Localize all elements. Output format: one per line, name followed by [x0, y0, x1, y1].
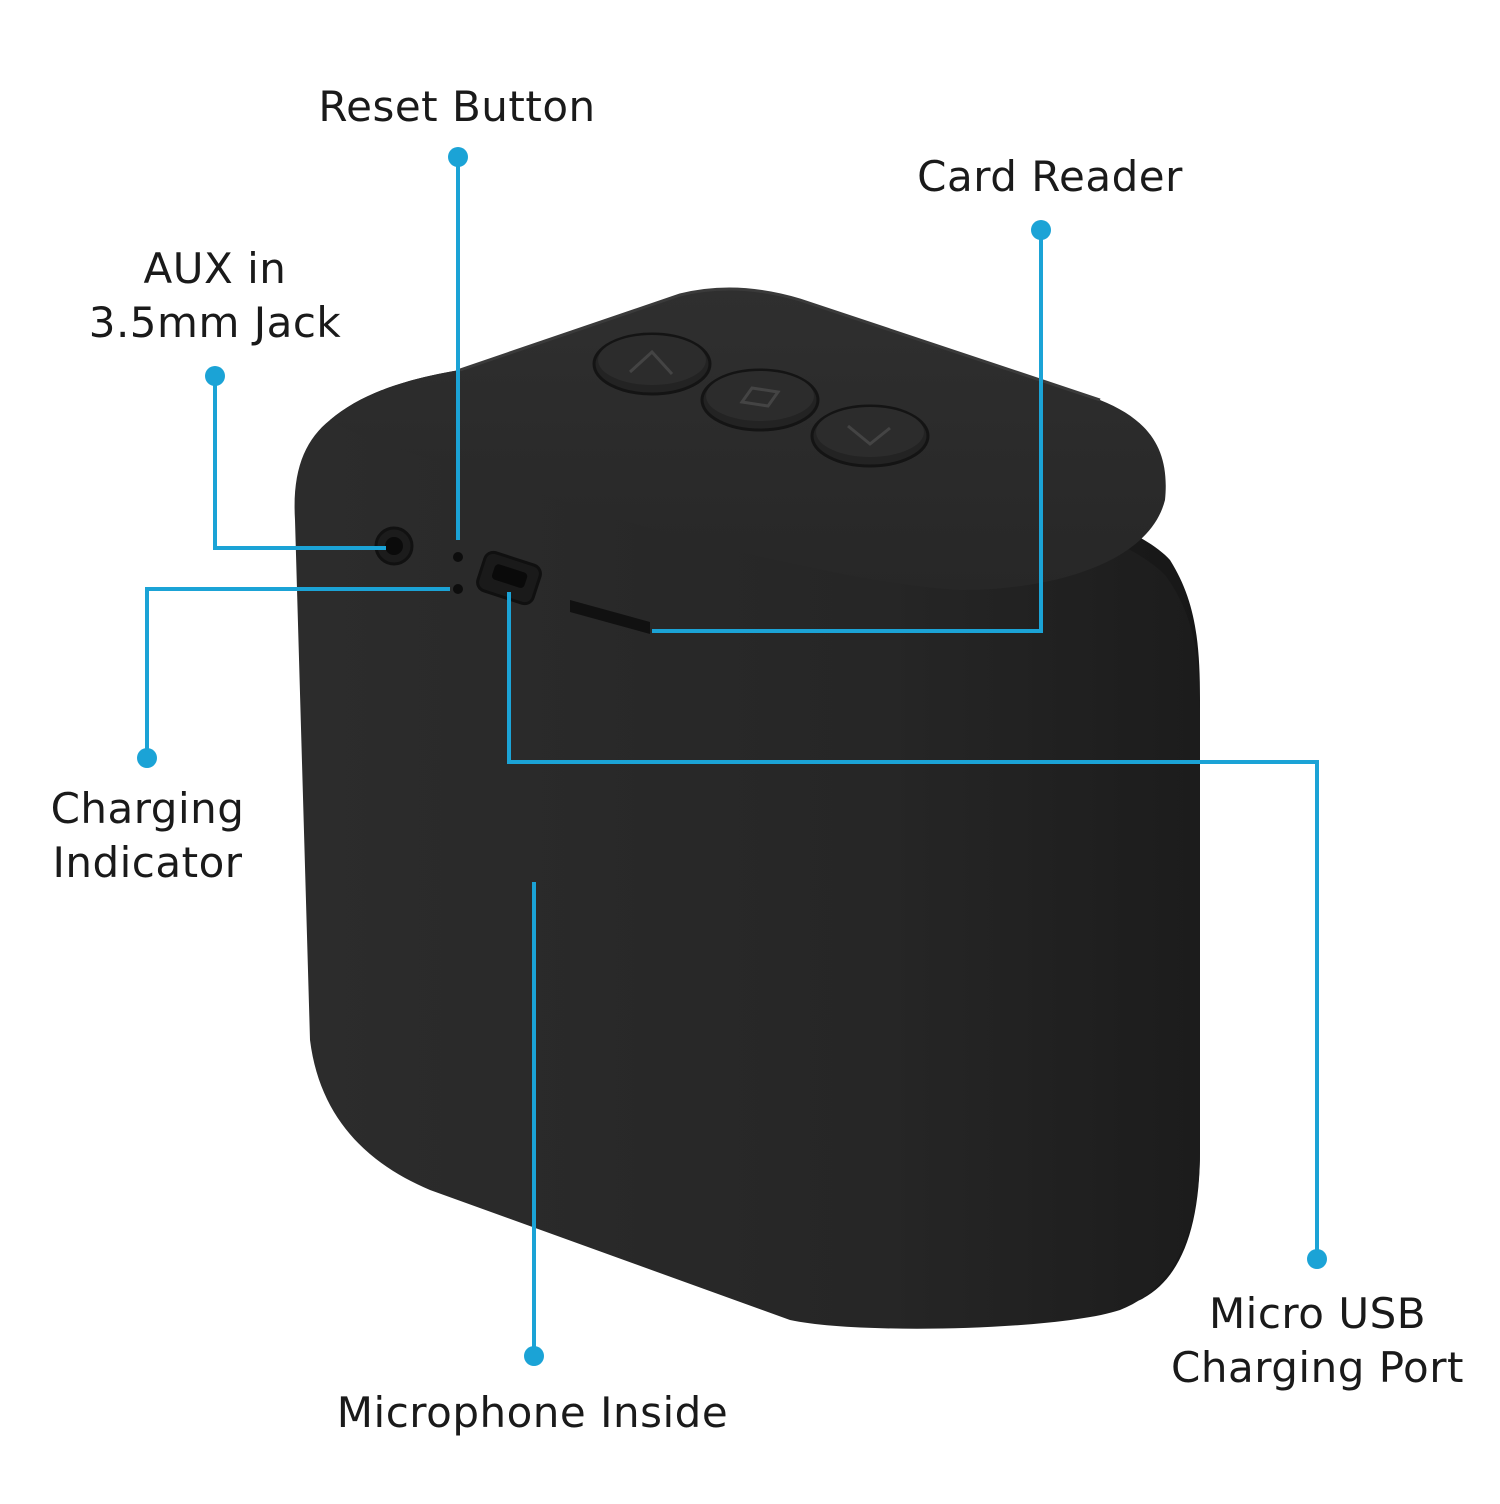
chevron-icon — [847, 424, 891, 446]
aux-in-label-line-1: AUX in — [143, 244, 287, 293]
ports — [374, 526, 650, 634]
card-reader-label: Card Reader — [905, 150, 1195, 204]
charging-indicator-leader — [145, 587, 450, 758]
microphone-dot — [524, 1346, 544, 1366]
reset-button-dot — [448, 147, 468, 167]
play-pause-button[interactable] — [700, 368, 820, 432]
reset-button-hole[interactable] — [453, 552, 463, 562]
callout-dots — [137, 147, 1327, 1366]
speaker-body — [294, 287, 1200, 1329]
control-buttons — [592, 332, 930, 468]
charging-indicator-led — [453, 584, 463, 594]
micro-usb-label-line-1: Micro USB — [1208, 1289, 1427, 1338]
next-button[interactable] — [810, 404, 930, 468]
card-reader-label-line-1: Card Reader — [917, 152, 1183, 201]
micro-usb-dot — [1307, 1249, 1327, 1269]
micro-usb-label-line-2: Charging Port — [1171, 1343, 1464, 1392]
reset-button-label-line-1: Reset Button — [318, 82, 596, 131]
card-reader-slot[interactable] — [570, 600, 650, 634]
aux-in-label: AUX in 3.5mm Jack — [60, 242, 370, 350]
aux-in-leader — [213, 376, 386, 550]
microphone-label-line-1: Microphone Inside — [336, 1388, 729, 1437]
charging-indicator-label-line-2: Indicator — [52, 838, 243, 887]
micro-usb-leader — [507, 592, 1319, 1259]
callout-lines — [145, 157, 1319, 1356]
aux-jack[interactable] — [374, 526, 414, 566]
card-reader-leader — [652, 230, 1043, 633]
aux-in-label-line-2: 3.5mm Jack — [88, 298, 342, 347]
previous-button[interactable] — [592, 332, 712, 396]
charging-indicator-dot — [137, 748, 157, 768]
card-reader-dot — [1031, 220, 1051, 240]
micro-usb-label: Micro USB Charging Port — [1150, 1287, 1485, 1395]
charging-indicator-label: Charging Indicator — [20, 782, 275, 890]
reset-button-label: Reset Button — [306, 80, 608, 134]
chevron-icon — [628, 349, 674, 376]
aux-in-dot — [205, 366, 225, 386]
charging-indicator-label-line-1: Charging — [50, 784, 245, 833]
micro-usb-port[interactable] — [475, 550, 543, 606]
square-icon — [739, 386, 781, 408]
microphone-label: Microphone Inside — [300, 1386, 765, 1440]
